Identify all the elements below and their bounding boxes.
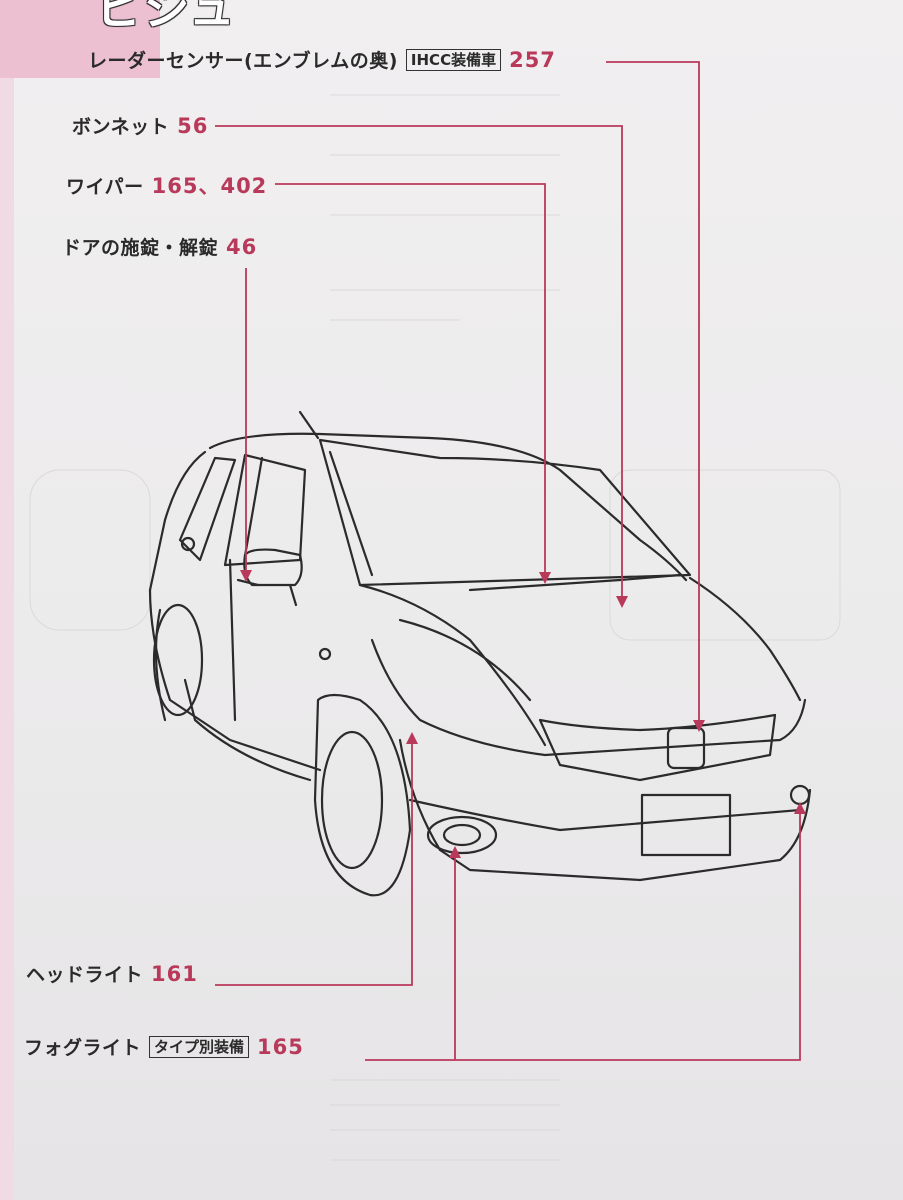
leader-headlight <box>215 738 413 986</box>
callout-bonnet: ボンネット 56 <box>72 112 208 139</box>
callout-radar: レーダーセンサー(エンブレムの奥) IHCC装備車 257 <box>88 46 556 73</box>
leader-foglight <box>365 808 801 1061</box>
bleed-through-lines <box>29 94 841 1161</box>
callout-door-label: ドアの施錠・解錠 <box>62 237 219 259</box>
callout-bonnet-pages: 56 <box>177 113 209 138</box>
leader-lines <box>215 61 801 1061</box>
callout-foglight-badge: タイプ別装備 <box>149 1035 250 1058</box>
section-tab: ビジュ <box>0 0 235 78</box>
leader-arrowheads <box>240 570 806 858</box>
callout-headlight-pages: 161 <box>151 961 198 986</box>
leader-radar <box>606 61 700 725</box>
callout-foglight-pages: 165 <box>257 1034 304 1059</box>
callout-radar-pages: 257 <box>509 47 556 72</box>
callout-wiper-pages: 165、402 <box>151 174 268 198</box>
callout-headlight-label: ヘッドライト <box>26 964 144 986</box>
callout-radar-label: レーダーセンサー(エンブレムの奥) <box>88 50 398 72</box>
leader-bonnet <box>215 125 623 600</box>
page-edge-strip <box>0 78 14 1200</box>
callout-foglight-label: フォグライト <box>24 1037 142 1059</box>
callout-headlight: ヘッドライト 161 <box>26 960 198 987</box>
car-outline <box>148 410 812 897</box>
callout-wiper: ワイパー 165、402 <box>66 170 267 200</box>
section-title: ビジュ <box>96 0 237 35</box>
callout-wiper-label: ワイパー <box>66 175 144 198</box>
leader-wiper <box>275 183 546 578</box>
callout-door: ドアの施錠・解錠 46 <box>62 233 257 260</box>
callout-bonnet-label: ボンネット <box>72 116 170 138</box>
callout-foglight: フォグライト タイプ別装備 165 <box>24 1033 304 1060</box>
callout-radar-badge: IHCC装備車 <box>405 48 502 71</box>
callout-door-pages: 46 <box>226 234 258 259</box>
